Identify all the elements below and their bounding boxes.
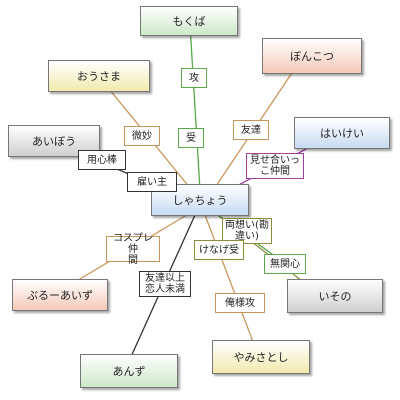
- node-isono[interactable]: いその: [287, 279, 383, 313]
- node-label: やみさとし: [233, 351, 289, 364]
- node-label: ぶるーあいず: [27, 289, 93, 302]
- node-label: あいぼう: [32, 135, 76, 148]
- relation-miseai: 見せ合いっ こ仲間: [246, 153, 304, 179]
- node-label: ぼんこつ: [290, 50, 334, 63]
- relation-youjinbou: 用心棒: [78, 150, 126, 170]
- relation-kenageuke: けなげ受: [194, 240, 244, 260]
- node-yamisatoshi[interactable]: やみさとし: [212, 340, 310, 374]
- node-label: もくば: [172, 15, 206, 28]
- relation-yuujou: 友達以上 恋人未満: [139, 271, 191, 297]
- relation-ryouomoi: 両想い(勘 違い): [222, 218, 272, 244]
- node-bonkotsu[interactable]: ぼんこつ: [262, 38, 362, 74]
- relation-tomodachi: 友達: [233, 120, 269, 140]
- relation-uke: 受: [178, 128, 204, 148]
- node-haikei[interactable]: はいけい: [294, 117, 390, 149]
- relation-bimyou: 微妙: [124, 126, 160, 146]
- node-label: はいけい: [320, 127, 364, 140]
- node-buruaizu[interactable]: ぶるーあいず: [12, 279, 108, 311]
- relation-cosplay: コスプレ仲 間: [106, 233, 160, 266]
- relation-orezama: 俺様攻: [215, 293, 265, 313]
- relation-mukanshin: 無関心: [264, 254, 306, 274]
- edge-yamisatoshi: [204, 214, 259, 356]
- node-label: あんず: [112, 365, 146, 378]
- node-mokuba[interactable]: もくば: [140, 6, 238, 36]
- node-label: いその: [318, 290, 352, 303]
- edge-mokuba: [189, 24, 201, 191]
- node-ousama[interactable]: おうさま: [48, 60, 150, 92]
- node-anzu[interactable]: あんず: [80, 354, 178, 388]
- node-label: おうさま: [77, 70, 121, 83]
- relation-kou: 攻: [181, 68, 207, 88]
- relation-yatoinushi: 雇い主: [127, 172, 177, 192]
- node-label: しゃちょう: [172, 194, 228, 207]
